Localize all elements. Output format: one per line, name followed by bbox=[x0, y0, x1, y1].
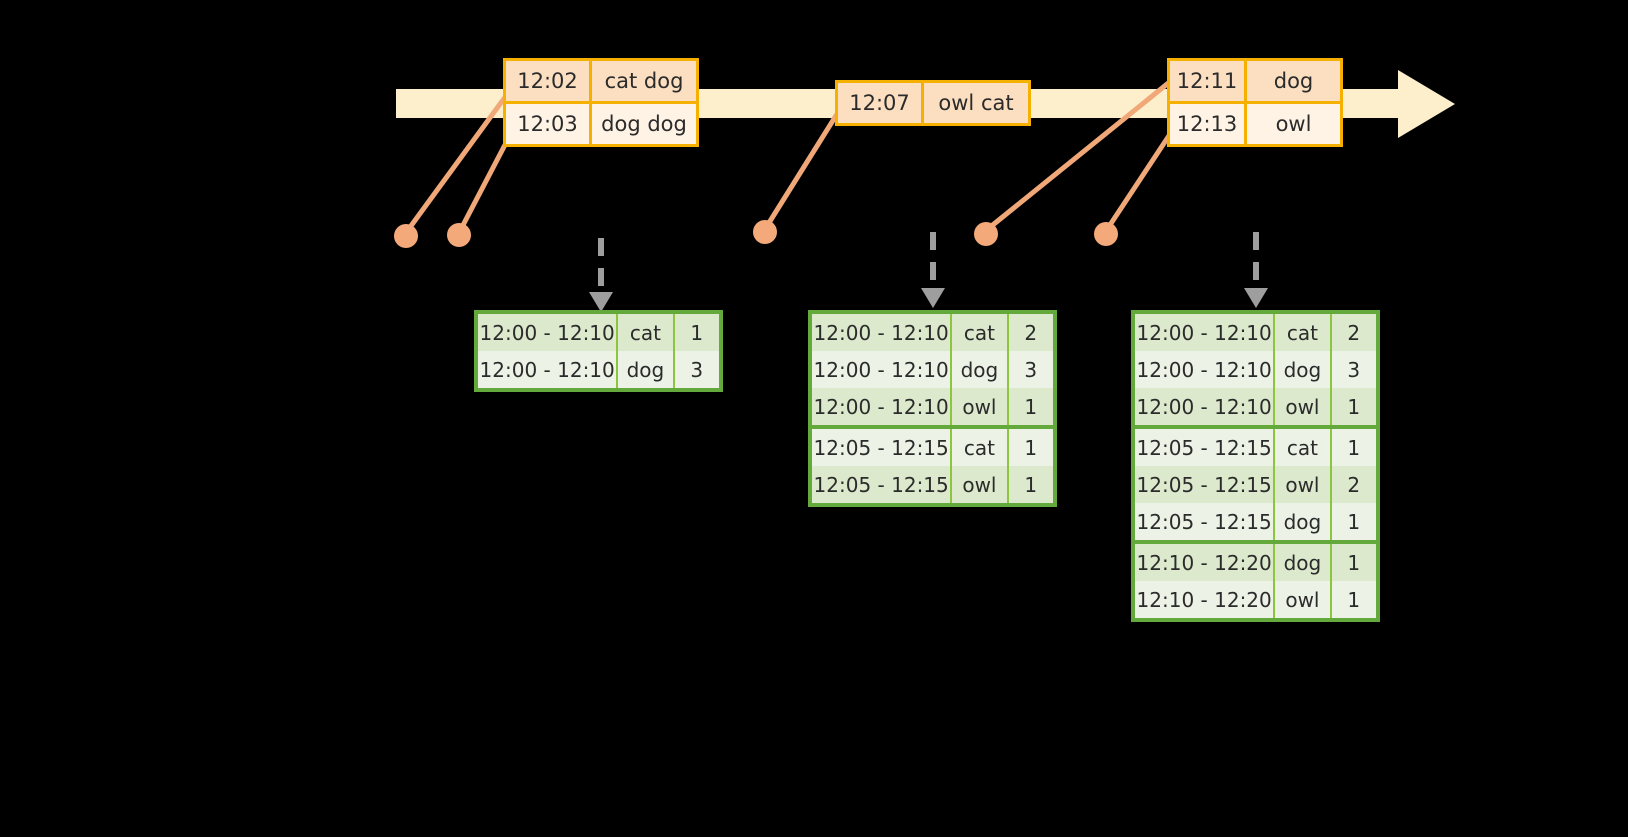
event-words: dog bbox=[1273, 68, 1314, 93]
cell-word: owl bbox=[1275, 388, 1332, 425]
event-time: 12:03 bbox=[506, 104, 592, 144]
dashed-arrows bbox=[589, 232, 1268, 312]
cell-count: 1 bbox=[690, 320, 704, 345]
event-row[interactable]: 12:11 dog bbox=[1170, 61, 1340, 101]
cell-count: 2 bbox=[1024, 320, 1038, 345]
event-words: dog dog bbox=[601, 111, 687, 136]
cell-count: 2 bbox=[1347, 320, 1361, 345]
cell-range: 12:05 - 12:15 bbox=[1135, 503, 1276, 540]
cell-word: dog bbox=[1275, 351, 1332, 388]
event-words: owl bbox=[1275, 111, 1312, 136]
cell-range: 12:00 - 12:10 bbox=[478, 314, 619, 351]
dot-4 bbox=[974, 222, 998, 246]
event-group-2[interactable]: 12:07 owl cat bbox=[835, 80, 1031, 126]
cell-word: cat bbox=[952, 314, 1009, 351]
cell-word: owl bbox=[1275, 581, 1332, 618]
cell-range: 12:05 - 12:15 bbox=[812, 429, 953, 466]
cell-range: 12:05 - 12:15 bbox=[812, 466, 953, 503]
dot-3 bbox=[753, 220, 777, 244]
cell-word: dog bbox=[1275, 544, 1332, 581]
cell-range: 12:00 - 12:10 bbox=[812, 388, 953, 425]
event-dots bbox=[394, 220, 1118, 248]
cell-range: 12:00 - 12:10 bbox=[478, 351, 619, 388]
cell-count: 3 bbox=[1024, 357, 1038, 382]
cell-count: 2 bbox=[1347, 472, 1361, 497]
event-row[interactable]: 12:02 cat dog bbox=[506, 61, 696, 101]
cell-word: cat bbox=[1275, 314, 1332, 351]
cell-count: 1 bbox=[1024, 472, 1038, 497]
event-time: 12:13 bbox=[1170, 104, 1247, 144]
event-row[interactable]: 12:13 owl bbox=[1170, 101, 1340, 144]
event-row[interactable]: 12:03 dog dog bbox=[506, 101, 696, 144]
cell-word: cat bbox=[952, 429, 1009, 466]
cell-range: 12:10 - 12:20 bbox=[1135, 581, 1276, 618]
cell-range: 12:10 - 12:20 bbox=[1135, 544, 1276, 581]
cell-range: 12:00 - 12:10 bbox=[1135, 314, 1276, 351]
cell-count: 1 bbox=[1347, 394, 1361, 419]
cell-word: dog bbox=[1275, 503, 1332, 540]
cell-word: owl bbox=[1275, 466, 1332, 503]
cell-count: 1 bbox=[1347, 550, 1361, 575]
event-group-1[interactable]: 12:02 cat dog 12:03 dog dog bbox=[503, 58, 699, 147]
dot-5 bbox=[1094, 222, 1118, 246]
cell-word: dog bbox=[952, 351, 1009, 388]
event-words: cat dog bbox=[604, 68, 684, 93]
event-group-3[interactable]: 12:11 dog 12:13 owl bbox=[1167, 58, 1343, 147]
cell-word: dog bbox=[618, 351, 675, 388]
dashed-arrow-3-head bbox=[1244, 288, 1268, 308]
cell-range: 12:05 - 12:15 bbox=[1135, 466, 1276, 503]
event-words: owl cat bbox=[938, 90, 1014, 115]
dot-2 bbox=[447, 223, 471, 247]
cell-count: 3 bbox=[1347, 357, 1361, 382]
cell-range: 12:00 - 12:10 bbox=[812, 314, 953, 351]
cell-word: cat bbox=[1275, 429, 1332, 466]
cell-count: 1 bbox=[1024, 394, 1038, 419]
cell-range: 12:05 - 12:15 bbox=[1135, 429, 1276, 466]
cell-range: 12:00 - 12:10 bbox=[1135, 351, 1276, 388]
dot-1 bbox=[394, 224, 418, 248]
cell-range: 12:00 - 12:10 bbox=[812, 351, 953, 388]
event-time: 12:02 bbox=[506, 61, 592, 101]
cell-count: 1 bbox=[1347, 509, 1361, 534]
event-time: 12:07 bbox=[838, 83, 924, 123]
cell-range: 12:00 - 12:10 bbox=[1135, 388, 1276, 425]
cell-count: 1 bbox=[1347, 587, 1361, 612]
event-time: 12:11 bbox=[1170, 61, 1247, 101]
cell-count: 1 bbox=[1347, 435, 1361, 460]
event-row[interactable]: 12:07 owl cat bbox=[838, 83, 1028, 123]
cell-word: cat bbox=[618, 314, 675, 351]
dashed-arrow-2-head bbox=[921, 288, 945, 308]
cell-count: 3 bbox=[690, 357, 704, 382]
cell-word: owl bbox=[952, 388, 1009, 425]
cell-count: 1 bbox=[1024, 435, 1038, 460]
cell-word: owl bbox=[952, 466, 1009, 503]
dashed-arrow-1-head bbox=[589, 292, 613, 312]
